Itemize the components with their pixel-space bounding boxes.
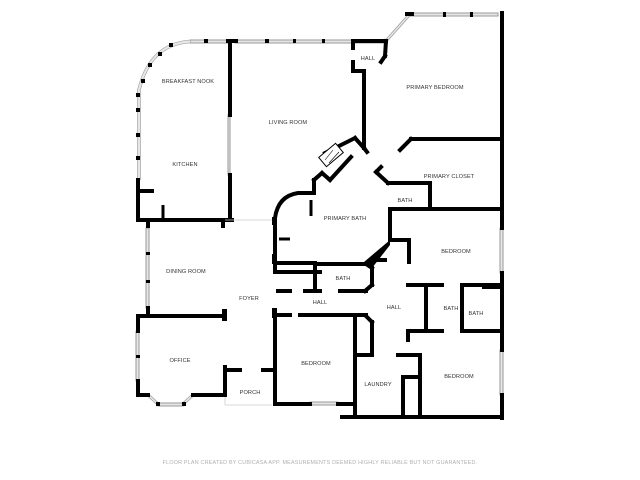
room-label-bath-upper: BATH	[397, 198, 413, 204]
room-label-kitchen: KITCHEN	[172, 162, 198, 168]
room-label-office: OFFICE	[169, 358, 191, 364]
room-label-bath-right-2: BATH	[468, 311, 484, 317]
room-label-living-room: LIVING ROOM	[268, 120, 308, 126]
room-label-primary-bath: PRIMARY BATH	[323, 216, 367, 222]
room-label-hall-top: HALL	[360, 56, 376, 62]
room-label-breakfast-nook: BREAKFAST NOOK	[161, 79, 215, 85]
room-label-bedroom-center: BEDROOM	[301, 361, 331, 367]
room-label-primary-closet: PRIMARY CLOSET	[423, 174, 475, 180]
footer-disclaimer: FLOOR PLAN CREATED BY CUBICASA APP. MEAS…	[162, 460, 478, 466]
room-label-foyer: FOYER	[239, 296, 259, 302]
room-label-hall-right: HALL	[386, 305, 402, 311]
room-label-bath-middle: BATH	[335, 276, 351, 282]
room-label-primary-bedroom: PRIMARY BEDROOM	[406, 85, 464, 91]
room-label-hall-middle: HALL	[312, 300, 328, 306]
room-label-bedroom-right-upper: BEDROOM	[441, 249, 471, 255]
room-label-bedroom-right-lower: BEDROOM	[444, 374, 474, 380]
room-label-laundry: LAUNDRY	[364, 382, 392, 388]
walls	[136, 11, 504, 420]
room-label-dining-room: DINING ROOM	[166, 269, 206, 275]
room-label-bath-right-1: BATH	[443, 306, 459, 312]
room-label-porch: PORCH	[239, 390, 261, 396]
window-posts	[136, 12, 473, 358]
